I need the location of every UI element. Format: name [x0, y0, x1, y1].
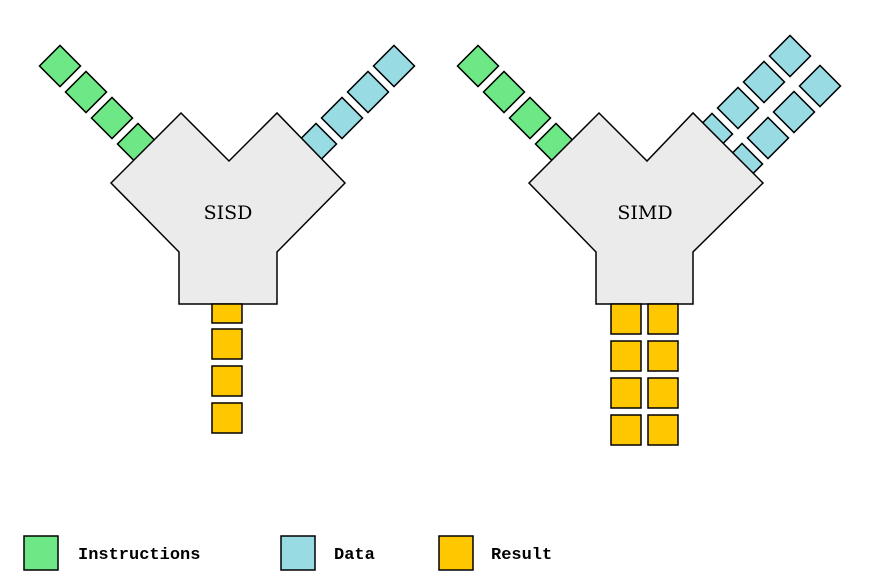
- simd-data-a-block-3: [716, 86, 760, 130]
- sisd-result-block-2: [211, 328, 243, 360]
- legend-label-result: Result: [491, 546, 552, 565]
- cyan-square-icon: [280, 535, 316, 571]
- sisd-data-block-2: [346, 70, 390, 114]
- sisd-data-block-1: [372, 44, 416, 88]
- simd-result-block-2-3: [647, 377, 679, 409]
- simd-result-block-1-4: [610, 414, 642, 446]
- simd-result-block-1-3: [610, 377, 642, 409]
- simd-instruction-block-3: [508, 96, 552, 140]
- legend-item-result: Result: [438, 535, 552, 571]
- simd-data-a-block-1: [768, 34, 812, 78]
- yellow-square-icon: [438, 535, 474, 571]
- simd-data-a-block-2: [742, 60, 786, 104]
- simd-instruction-stream: [456, 44, 578, 166]
- simd-data-b-block-2: [772, 90, 816, 134]
- sisd-data-block-3: [320, 96, 364, 140]
- simd-instruction-block-1: [456, 44, 500, 88]
- sisd-result-block-1: [211, 303, 243, 324]
- simd-result-block-1-1: [610, 303, 642, 335]
- simd-result-block-2-1: [647, 303, 679, 335]
- sisd-processor-shape: [109, 111, 347, 305]
- legend-item-data: Data: [280, 535, 375, 571]
- simd-data-b-block-1: [798, 64, 842, 108]
- simd-diagram: SIMD: [456, 34, 842, 446]
- legend-item-instructions: Instructions: [23, 535, 200, 571]
- legend-label-data: Data: [334, 546, 375, 565]
- sisd-result-block-4: [211, 402, 243, 434]
- sisd-instruction-stream: [38, 44, 160, 166]
- simd-label: SIMD: [617, 202, 672, 224]
- simd-data-b-block-3: [746, 116, 790, 160]
- sisd-result-stream: [211, 303, 243, 434]
- legend-label-instructions: Instructions: [78, 546, 200, 565]
- sisd-data-stream: [294, 44, 416, 166]
- sisd-label: SISD: [204, 202, 253, 224]
- sisd-diagram: SISD: [38, 44, 416, 434]
- sisd-instruction-block-2: [64, 70, 108, 114]
- sisd-result-block-3: [211, 365, 243, 397]
- simd-result-block-2-4: [647, 414, 679, 446]
- green-square-icon: [23, 535, 59, 571]
- sisd-instruction-block-1: [38, 44, 82, 88]
- simd-result-block-2-2: [647, 340, 679, 372]
- sisd-instruction-block-3: [90, 96, 134, 140]
- simd-result-block-1-2: [610, 340, 642, 372]
- simd-instruction-block-2: [482, 70, 526, 114]
- simd-result-stream: [610, 303, 679, 446]
- legend: Instructions Data Result: [23, 535, 552, 571]
- simd-processor-shape: [527, 111, 765, 305]
